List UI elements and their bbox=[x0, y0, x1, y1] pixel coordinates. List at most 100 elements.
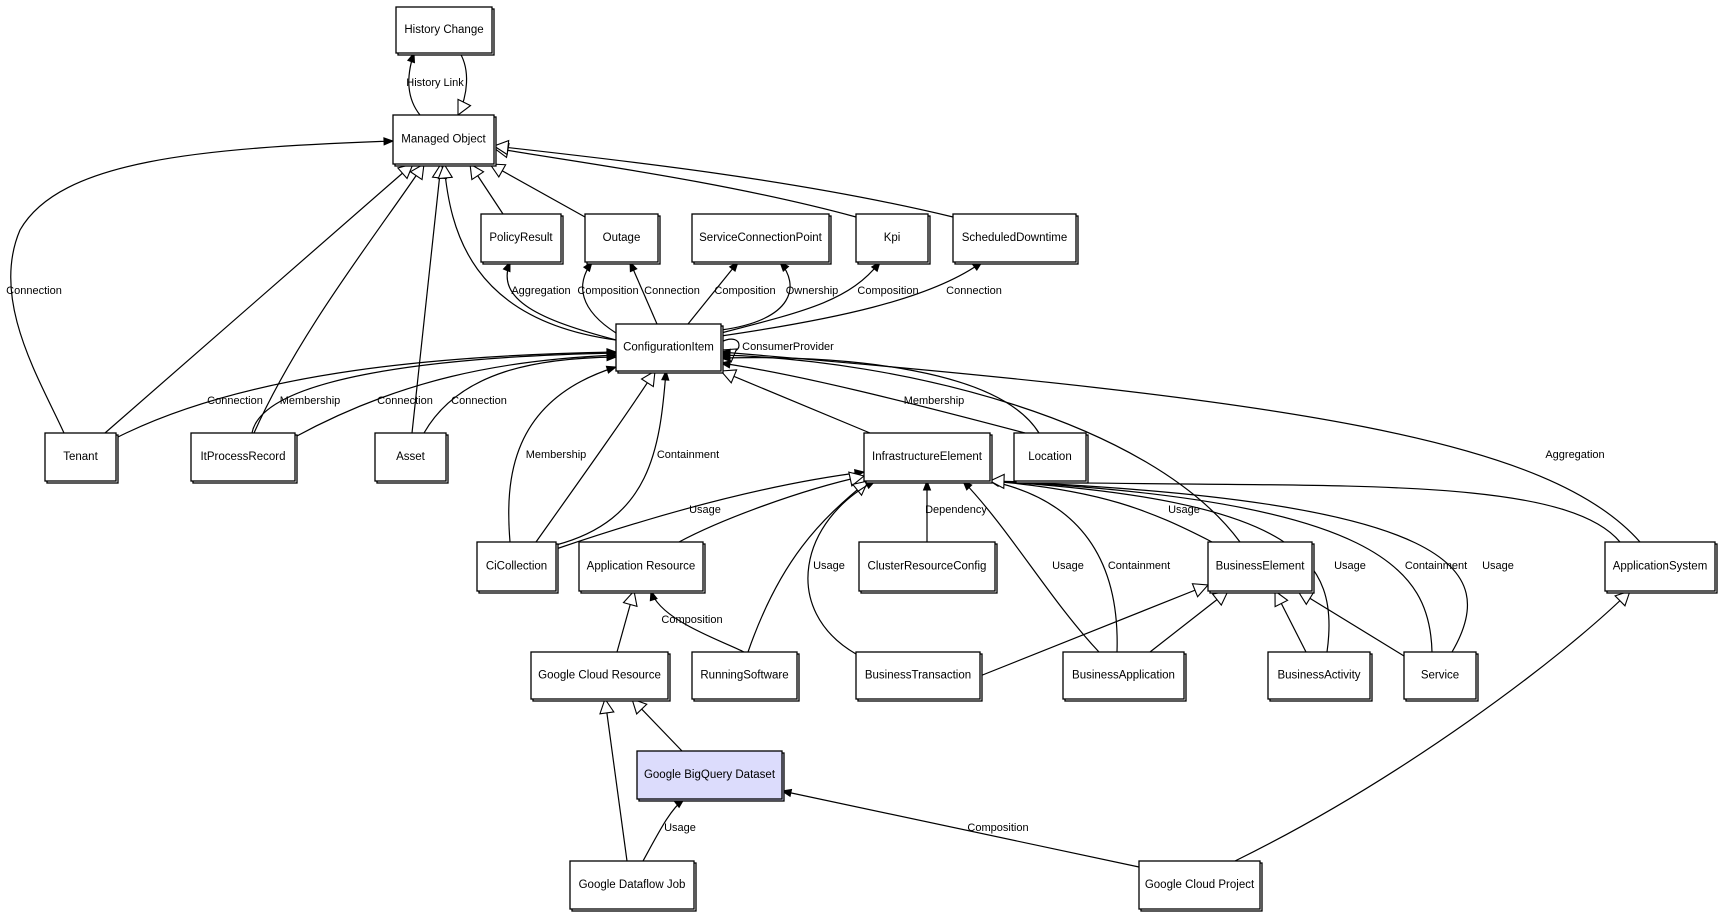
node-box[interactable] bbox=[569, 860, 695, 910]
node-cluster-resource-config[interactable]: ClusterResourceConfig bbox=[858, 541, 998, 594]
node-label: Asset bbox=[396, 451, 426, 463]
edge-line bbox=[720, 362, 1026, 434]
node-box[interactable] bbox=[480, 213, 562, 263]
node-it-process-record[interactable]: ItProcessRecord bbox=[190, 432, 298, 484]
node-box[interactable] bbox=[863, 432, 991, 482]
node-box[interactable] bbox=[374, 432, 447, 482]
edge-line bbox=[104, 163, 414, 434]
edge-label: Usage bbox=[664, 822, 696, 834]
node-label: Tenant bbox=[63, 451, 98, 463]
edge-line bbox=[489, 163, 586, 218]
node-box[interactable] bbox=[636, 750, 783, 800]
node-outage[interactable]: Outage bbox=[584, 213, 661, 265]
node-box[interactable] bbox=[855, 651, 981, 700]
edge-line bbox=[535, 370, 656, 543]
generalization-arrowhead-icon bbox=[469, 162, 485, 181]
generalization-arrowhead-icon bbox=[1191, 583, 1210, 598]
node-box[interactable] bbox=[1013, 432, 1087, 482]
association-arrowhead-icon bbox=[606, 352, 618, 362]
edge-label: Containment bbox=[1405, 560, 1467, 572]
generalization-arrowhead-icon bbox=[1274, 589, 1289, 608]
edge-label: Composition bbox=[714, 285, 775, 297]
edge-label: Connection bbox=[644, 285, 700, 297]
edge-tenant-to-managed-object: Connection bbox=[6, 137, 395, 434]
edge-kpi-to-managed-object bbox=[492, 142, 857, 218]
node-box[interactable] bbox=[476, 541, 557, 592]
edge-configuration-item-to-outage: Connection bbox=[629, 260, 700, 325]
node-box[interactable] bbox=[44, 432, 117, 482]
edge-line bbox=[423, 356, 617, 434]
edge-line bbox=[989, 480, 1433, 653]
edge-history-change-to-managed-object bbox=[457, 52, 472, 117]
edge-configuration-item-to-managed-object bbox=[437, 162, 617, 341]
node-box[interactable] bbox=[1138, 860, 1261, 910]
edge-label: Usage bbox=[1168, 504, 1200, 516]
node-google-cloud-project[interactable]: Google Cloud Project bbox=[1138, 860, 1263, 912]
node-policy-result[interactable]: PolicyResult bbox=[480, 213, 564, 265]
edge-label: Usage bbox=[1334, 560, 1366, 572]
node-google-cloud-resource[interactable]: Google Cloud Resource bbox=[530, 651, 671, 702]
edge-line bbox=[294, 354, 617, 438]
edge-line bbox=[781, 790, 1140, 868]
node-box[interactable] bbox=[530, 651, 669, 700]
edge-label: Membership bbox=[280, 395, 341, 407]
node-box[interactable] bbox=[691, 213, 830, 263]
node-ci-collection[interactable]: CiCollection bbox=[476, 541, 559, 594]
node-box[interactable] bbox=[615, 323, 722, 372]
node-kpi[interactable]: Kpi bbox=[855, 213, 931, 265]
edge-configuration-item-to-outage: Composition bbox=[577, 260, 639, 334]
node-business-application[interactable]: BusinessApplication bbox=[1062, 651, 1187, 702]
node-box[interactable] bbox=[1403, 651, 1477, 700]
edge-it-process-record-to-configuration-item: Connection bbox=[294, 351, 618, 438]
node-infrastructure-element[interactable]: InfrastructureElement bbox=[863, 432, 993, 484]
generalization-arrowhead-icon bbox=[437, 162, 454, 180]
edge-line bbox=[989, 480, 1621, 543]
node-location[interactable]: Location bbox=[1013, 432, 1089, 484]
edge-ci-collection-to-configuration-item: Membership bbox=[508, 365, 618, 543]
edge-google-cloud-project-to-application-system bbox=[1234, 590, 1631, 862]
node-application-system[interactable]: ApplicationSystem bbox=[1604, 541, 1718, 594]
node-box[interactable] bbox=[395, 6, 493, 54]
node-service[interactable]: Service bbox=[1403, 651, 1479, 702]
node-box[interactable] bbox=[1207, 541, 1313, 592]
node-configuration-item[interactable]: ConfigurationItem bbox=[615, 323, 724, 374]
edge-label: Aggregation bbox=[1545, 449, 1604, 461]
edge-line bbox=[720, 370, 871, 434]
node-application-resource[interactable]: Application Resource bbox=[578, 541, 706, 594]
node-box[interactable] bbox=[691, 651, 798, 700]
edge-line bbox=[979, 584, 1209, 677]
node-history-change[interactable]: History Change bbox=[395, 6, 495, 56]
node-box[interactable] bbox=[1267, 651, 1371, 700]
edge-line bbox=[720, 261, 983, 337]
node-business-activity[interactable]: BusinessActivity bbox=[1267, 651, 1373, 702]
node-managed-object[interactable]: Managed Object bbox=[392, 114, 497, 167]
node-box[interactable] bbox=[1604, 541, 1716, 592]
node-box[interactable] bbox=[578, 541, 704, 592]
node-box[interactable] bbox=[392, 114, 495, 165]
node-business-element[interactable]: BusinessElement bbox=[1207, 541, 1315, 594]
edge-line bbox=[1234, 590, 1631, 862]
generalization-arrowhead-icon bbox=[848, 471, 866, 487]
node-label: ApplicationSystem bbox=[1613, 561, 1708, 573]
node-box[interactable] bbox=[584, 213, 659, 263]
node-tenant[interactable]: Tenant bbox=[44, 432, 119, 484]
node-label: Kpi bbox=[884, 232, 901, 244]
node-label: RunningSoftware bbox=[700, 670, 788, 682]
node-running-software[interactable]: RunningSoftware bbox=[691, 651, 800, 702]
node-scheduled-downtime[interactable]: ScheduledDowntime bbox=[952, 213, 1079, 265]
node-google-bigquery-dataset[interactable]: Google BigQuery Dataset bbox=[636, 750, 785, 802]
node-google-dataflow-job[interactable]: Google Dataflow Job bbox=[569, 860, 697, 912]
node-box[interactable] bbox=[190, 432, 296, 482]
node-asset[interactable]: Asset bbox=[374, 432, 449, 484]
edge-ci-collection-to-configuration-item bbox=[535, 369, 656, 543]
node-service-connection-point[interactable]: ServiceConnectionPoint bbox=[691, 213, 832, 265]
node-box[interactable] bbox=[952, 213, 1077, 263]
node-business-transaction[interactable]: BusinessTransaction bbox=[855, 651, 983, 702]
node-box[interactable] bbox=[1062, 651, 1185, 700]
edge-line bbox=[989, 480, 1469, 653]
node-box[interactable] bbox=[858, 541, 996, 592]
node-box[interactable] bbox=[855, 213, 929, 263]
edge-line bbox=[10, 140, 394, 434]
edge-line bbox=[720, 261, 881, 334]
